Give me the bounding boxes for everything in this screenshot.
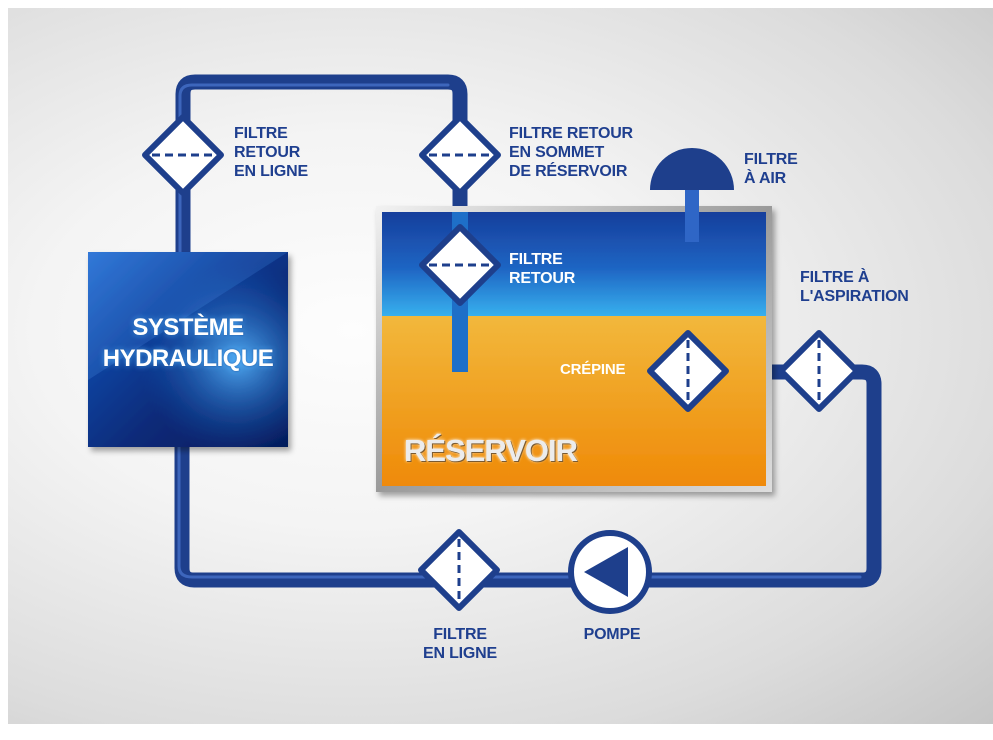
return-filter-label: FILTRE RETOUR [509,251,576,287]
reservoir-tank [376,206,772,492]
hydraulic-system-label-line2: HYDRAULIQUE [102,345,274,372]
filter-tank-top-return [419,114,501,196]
strainer-label: CRÉPINE [560,361,626,378]
filter-suction [778,330,860,412]
reservoir-label: RÉSERVOIR [404,433,578,468]
pipe-highlights [177,83,862,579]
hydraulic-system-label: SYSTÈME HYDRAULIQUE [88,312,288,374]
hydraulic-system-block [88,252,288,447]
hydraulic-system-label-line1: SYSTÈME [132,314,244,341]
tank-top-return-filter-label: FILTRE RETOUR EN SOMMET DE RÉSERVOIR [509,125,633,180]
pump-label: POMPE [583,626,641,643]
inline-filter-label: FILTRE EN LIGNE [423,626,497,662]
air-filter-label: FILTRE À AIR [744,151,798,187]
filter-strainer [647,330,729,412]
filter-return-in-tank [419,224,501,306]
breather-dome-icon [650,148,734,242]
pump-triangle-icon [568,530,652,614]
inline-return-filter-label: FILTRE RETOUR EN LIGNE [234,125,308,180]
suction-filter-label: FILTRE À L'ASPIRATION [800,269,909,305]
filter-inline-return [142,114,224,196]
filter-inline-pressure [418,529,500,611]
